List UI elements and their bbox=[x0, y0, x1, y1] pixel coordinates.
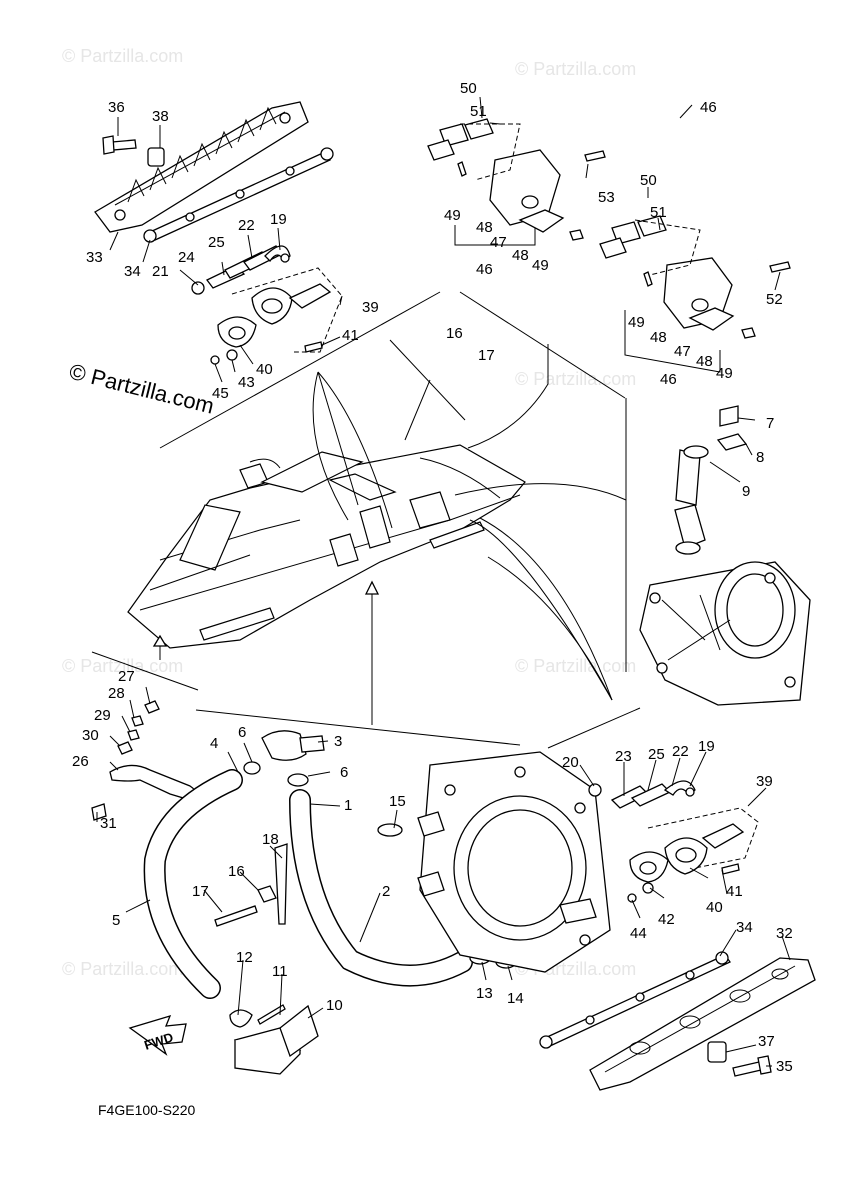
part-label: 2 bbox=[382, 883, 390, 900]
watermark: © Partzilla.com bbox=[62, 656, 183, 676]
part-label: 6 bbox=[238, 724, 246, 741]
part-label: 19 bbox=[698, 738, 715, 755]
part-label: 10 bbox=[326, 997, 343, 1014]
part-label: 39 bbox=[362, 299, 379, 316]
part-label: 27 bbox=[118, 668, 135, 685]
part-label: 21 bbox=[152, 263, 169, 280]
part-label: 7 bbox=[766, 415, 774, 432]
part-label: 38 bbox=[152, 108, 169, 125]
part-label: 49 bbox=[444, 207, 461, 224]
bracket-group-lower-left bbox=[91, 700, 197, 821]
part-label: 34 bbox=[124, 263, 141, 280]
part-label: 47 bbox=[490, 234, 507, 251]
part-label: 50 bbox=[640, 172, 657, 189]
part-label: 52 bbox=[766, 291, 783, 308]
part-label: 51 bbox=[650, 204, 667, 221]
part-label: 43 bbox=[238, 374, 255, 391]
watermark: © Partzilla.com bbox=[62, 959, 183, 979]
part-label: 46 bbox=[660, 371, 677, 388]
part-label: 37 bbox=[758, 1033, 775, 1050]
rail-assembly-upper bbox=[94, 101, 334, 243]
part-label: 49 bbox=[532, 257, 549, 274]
part-label: 40 bbox=[706, 899, 723, 916]
watermark: © Partzilla.com bbox=[515, 369, 636, 389]
hardware-group-upper-left bbox=[191, 245, 343, 365]
part-label: 42 bbox=[658, 911, 675, 928]
part-label: 28 bbox=[108, 685, 125, 702]
pump-plate-lower bbox=[417, 751, 611, 973]
part-label: 13 bbox=[476, 985, 493, 1002]
part-label: 17 bbox=[478, 347, 495, 364]
part-label: 3 bbox=[334, 733, 342, 750]
part-label: 32 bbox=[776, 925, 793, 942]
part-label: 30 bbox=[82, 727, 99, 744]
part-label: 48 bbox=[476, 219, 493, 236]
part-label: 31 bbox=[100, 815, 117, 832]
part-label: 22 bbox=[672, 743, 689, 760]
part-label: 26 bbox=[72, 753, 89, 770]
watermark: © Partzilla.com bbox=[515, 656, 636, 676]
part-label: 46 bbox=[476, 261, 493, 278]
part-label: 16 bbox=[446, 325, 463, 342]
part-label: 29 bbox=[94, 707, 111, 724]
section-brackets bbox=[91, 291, 641, 749]
pump-housing-right bbox=[639, 405, 811, 706]
part-label: 9 bbox=[742, 483, 750, 500]
grab-handle-assembly bbox=[427, 91, 791, 373]
part-label: 25 bbox=[208, 234, 225, 251]
part-label: 49 bbox=[716, 365, 733, 382]
part-label: 33 bbox=[86, 249, 103, 266]
part-label: 48 bbox=[512, 247, 529, 264]
part-label: 34 bbox=[736, 919, 753, 936]
part-label: 36 bbox=[108, 99, 125, 116]
part-label: 49 bbox=[628, 314, 645, 331]
part-label: 44 bbox=[630, 925, 647, 942]
part-label: 6 bbox=[340, 764, 348, 781]
part-label: 51 bbox=[470, 103, 487, 120]
part-label: 47 bbox=[674, 343, 691, 360]
part-label: 25 bbox=[648, 746, 665, 763]
part-label: 1 bbox=[344, 797, 352, 814]
part-label: 40 bbox=[256, 361, 273, 378]
watermark-main: © Partzilla.com bbox=[67, 359, 217, 419]
part-label: 12 bbox=[236, 949, 253, 966]
part-label: 48 bbox=[650, 329, 667, 346]
part-label: 19 bbox=[270, 211, 287, 228]
part-label: 18 bbox=[262, 831, 279, 848]
part-label: 15 bbox=[389, 793, 406, 810]
part-label: 14 bbox=[507, 990, 524, 1007]
part-label: 46 bbox=[700, 99, 717, 116]
part-label: 11 bbox=[272, 963, 288, 980]
part-label: 50 bbox=[460, 80, 477, 97]
hardware-group-lower-right bbox=[588, 780, 759, 903]
pointer-arrows bbox=[152, 344, 627, 725]
part-label: 4 bbox=[210, 735, 218, 752]
part-label: 39 bbox=[756, 773, 773, 790]
part-label: 45 bbox=[212, 385, 229, 402]
watercraft-hull bbox=[127, 444, 526, 649]
part-label: 41 bbox=[726, 883, 743, 900]
part-label: 41 bbox=[342, 327, 359, 344]
part-labels: 36 38 33 34 21 24 25 22 19 39 41 40 43 4… bbox=[72, 80, 793, 1075]
part-label: 22 bbox=[238, 217, 255, 234]
part-label: 48 bbox=[696, 353, 713, 370]
part-label: 17 bbox=[192, 883, 209, 900]
part-label: 24 bbox=[178, 249, 195, 266]
part-label: 20 bbox=[562, 754, 579, 771]
watermark: © Partzilla.com bbox=[515, 59, 636, 79]
part-label: 35 bbox=[776, 1058, 793, 1075]
part-label: 16 bbox=[228, 863, 245, 880]
leader-lines bbox=[96, 96, 791, 1067]
diagram-code: F4GE100-S220 bbox=[98, 1102, 195, 1118]
part-label: 5 bbox=[112, 912, 120, 929]
part-label: 23 bbox=[615, 748, 632, 765]
watermark: © Partzilla.com bbox=[62, 46, 183, 66]
part-label: 8 bbox=[756, 449, 764, 466]
part-label: 53 bbox=[598, 189, 615, 206]
